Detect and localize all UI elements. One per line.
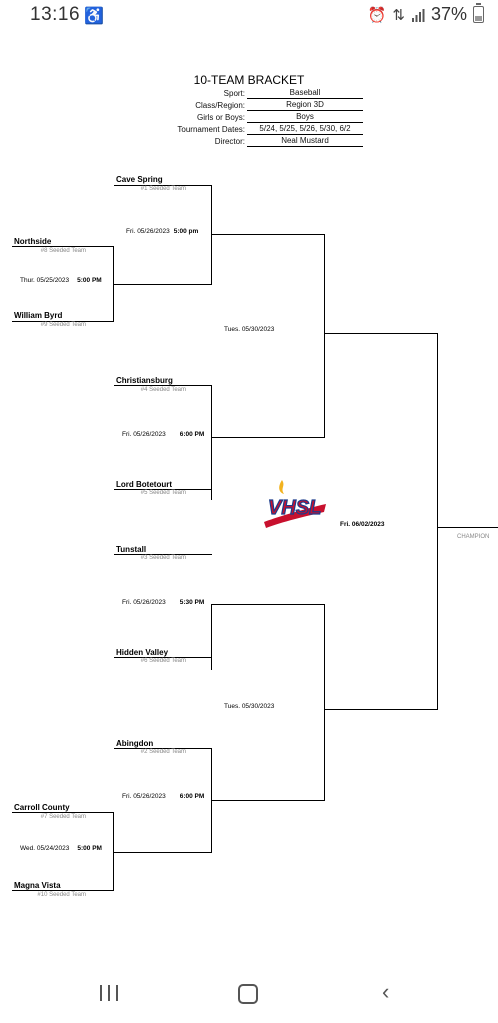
class-region-value: Region 3D <box>247 100 363 111</box>
bracket-line <box>211 748 212 852</box>
vhsl-logo: VHSL <box>260 478 328 534</box>
director-value: Neal Mustard <box>247 136 363 147</box>
signal-icon <box>411 8 425 22</box>
bracket-line <box>324 604 325 801</box>
seed-magna-vista: #10 Seeded Team <box>37 892 86 898</box>
final-date: Fri. 06/02/2023 <box>340 521 385 528</box>
bracket-line <box>12 890 114 891</box>
seed-lord-botetourt: #5 Seeded Team <box>140 490 186 496</box>
bracket-line <box>114 489 212 490</box>
bracket-line <box>324 234 325 438</box>
dates-label: Tournament Dates: <box>177 125 245 134</box>
bracket-line <box>114 748 212 749</box>
semi-top-date: Tues. 05/30/2023 <box>224 326 275 333</box>
team-magna-vista: Magna Vista <box>14 881 61 890</box>
seed-william-byrd: #9 Seeded Team <box>40 322 86 328</box>
bracket-line <box>114 284 212 285</box>
gender-label: Girls or Boys: <box>196 113 245 122</box>
bracket-line <box>114 185 212 186</box>
bracket-line <box>211 185 212 285</box>
back-button[interactable]: ‹ <box>382 979 390 1004</box>
data-arrows-icon: ⇅ <box>392 6 405 24</box>
seed-abingdon: #2 Seeded Team <box>140 749 186 755</box>
team-abingdon: Abingdon <box>116 739 154 748</box>
bracket-line <box>114 554 212 555</box>
class-region-label: Class/Region: <box>195 101 245 110</box>
dates-value: 5/24, 5/25, 5/26, 5/30, 6/2 <box>247 124 363 135</box>
bracket-line <box>12 246 114 247</box>
accessibility-icon: ♿ <box>84 8 104 25</box>
semi-bottom-date: Tues. 05/30/2023 <box>224 703 275 710</box>
director-label: Director: <box>214 137 245 146</box>
seed-tunstall: #3 Seeded Team <box>140 555 186 561</box>
bracket-line <box>211 604 212 670</box>
recent-apps-button[interactable] <box>100 985 118 1001</box>
sport-value: Baseball <box>247 88 363 99</box>
seed-hidden-valley: #6 Seeded Team <box>140 658 186 664</box>
bracket-line <box>114 385 212 386</box>
bracket-line <box>212 800 325 801</box>
seed-carroll-county: #7 Seeded Team <box>40 814 86 820</box>
bracket-line <box>212 437 325 438</box>
bracket-line <box>113 812 114 891</box>
team-lord-botetourt: Lord Botetourt <box>116 480 172 489</box>
alarm-icon: ⏰ <box>367 6 387 24</box>
team-carroll-county: Carroll County <box>14 803 70 812</box>
battery-percent: 37% <box>430 4 467 24</box>
bracket-line <box>325 333 438 334</box>
home-button[interactable] <box>238 984 258 1004</box>
seed-northside: #8 Seeded Team <box>40 248 86 254</box>
team-northside: Northside <box>14 237 52 246</box>
bracket-line <box>114 657 212 658</box>
bracket-line <box>212 604 325 605</box>
bracket-line <box>114 852 212 853</box>
battery-icon <box>473 3 484 23</box>
team-william-byrd: William Byrd <box>14 311 63 320</box>
team-tunstall: Tunstall <box>116 545 147 554</box>
bracket-line <box>438 527 498 528</box>
bracket-line <box>113 246 114 322</box>
bracket-line <box>211 385 212 500</box>
team-christiansburg: Christiansburg <box>116 376 173 385</box>
bracket-line <box>325 709 438 710</box>
status-time: 13:16 <box>30 4 81 25</box>
team-cave-spring: Cave Spring <box>116 175 163 184</box>
svg-text:VHSL: VHSL <box>268 497 321 519</box>
seed-cave-spring: #1 Seeded Team <box>140 186 186 192</box>
bracket-line <box>437 333 438 710</box>
bracket-line <box>212 234 325 235</box>
status-right-group: ⏰ ⇅ 37% <box>367 3 484 25</box>
bracket-title: 10-TEAM BRACKET <box>193 73 305 87</box>
team-hidden-valley: Hidden Valley <box>116 648 169 657</box>
bracket-line <box>12 812 114 813</box>
seed-christiansburg: #4 Seeded Team <box>140 387 186 393</box>
gender-value: Boys <box>247 112 363 123</box>
sport-label: Sport: <box>223 89 245 98</box>
bracket-line <box>12 321 114 322</box>
champion-label: CHAMPION <box>457 534 490 540</box>
